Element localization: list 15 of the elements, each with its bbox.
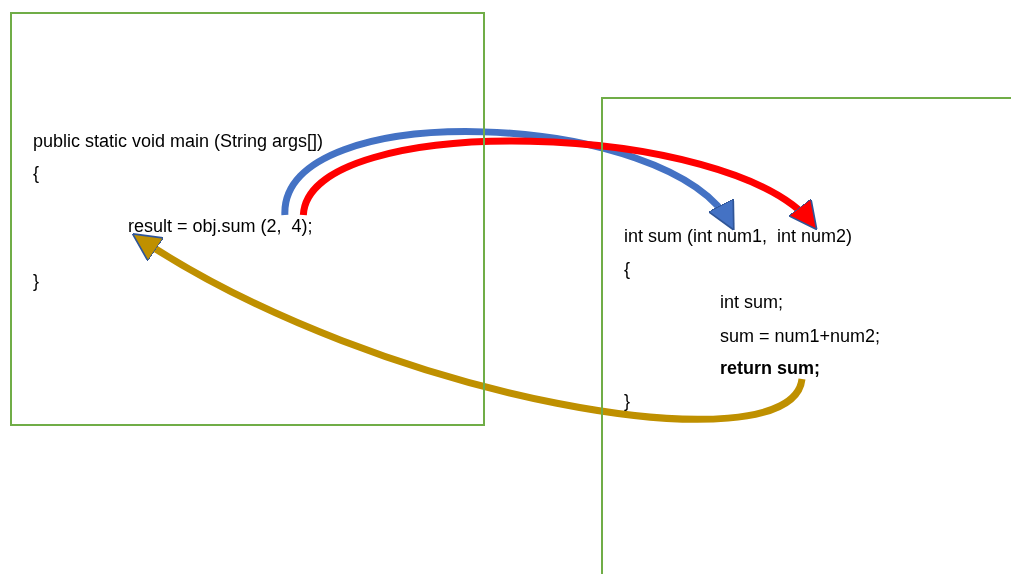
- curved-arrow: [300, 137, 819, 230]
- code-panel: [601, 97, 1011, 574]
- code-line: }: [33, 270, 39, 292]
- code-line: return sum;: [720, 357, 820, 379]
- code-line: }: [624, 390, 630, 412]
- code-line: public static void main (String args[]): [33, 130, 324, 152]
- code-panel: [10, 12, 485, 426]
- code-line: int sum (int num1, int num2): [624, 225, 853, 247]
- curved-arrow: [131, 233, 806, 423]
- code-line: result = obj.sum (2, 4);: [128, 215, 313, 237]
- code-line: int sum;: [720, 291, 784, 313]
- code-line: {: [33, 162, 39, 184]
- curved-arrow: [281, 128, 736, 231]
- code-line: sum = num1+num2;: [720, 325, 881, 347]
- code-line: {: [624, 258, 630, 280]
